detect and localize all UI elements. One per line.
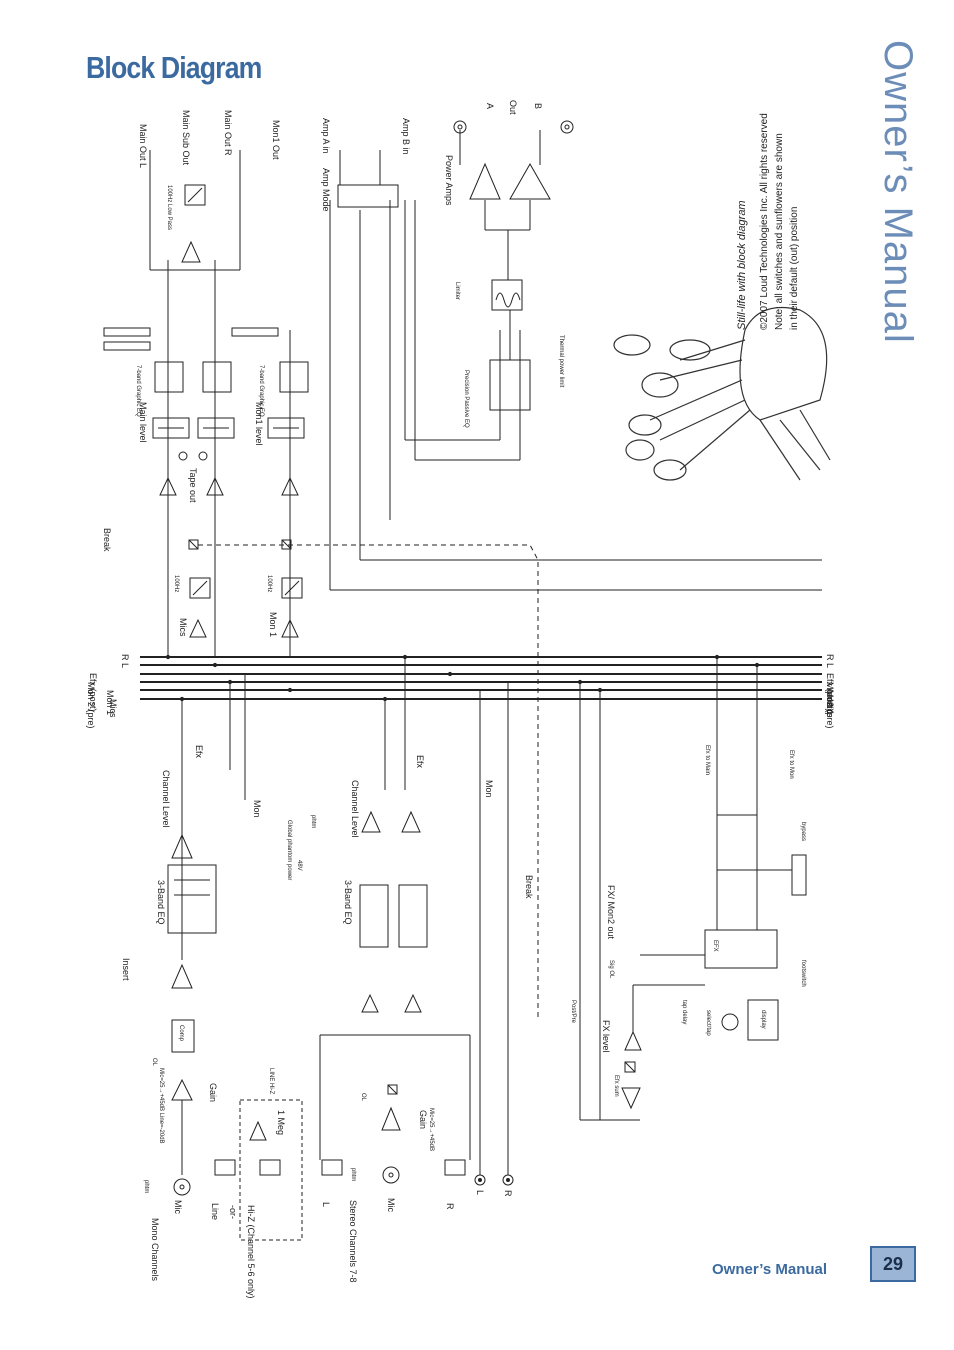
label-main-out-r: Main Out R — [223, 110, 233, 156]
label-48v: 48V — [296, 860, 302, 871]
caption-title: Still-life with block diagram — [736, 200, 748, 330]
label-mon-2: Mon — [484, 780, 494, 798]
label-tape-out: Tape out — [188, 468, 198, 503]
label-global-phantom: Global phantom power — [286, 820, 292, 880]
bus-right-l: L — [825, 663, 835, 668]
label-tap-delay: tap delay — [681, 1000, 687, 1024]
label-line: Line — [210, 1203, 220, 1220]
label-fx-level: FX level — [601, 1020, 611, 1053]
label-break-top: Break — [102, 528, 112, 552]
label-insert: Insert — [121, 958, 131, 981]
label-efx-1: Efx — [194, 745, 204, 759]
label-efx-2: Efx — [415, 755, 425, 769]
label-line-hiz: LINE Hi-Z — [268, 1068, 274, 1095]
label-main-sub-out: Main Sub Out — [181, 110, 191, 166]
label-stereo-r: R — [445, 1203, 455, 1210]
label-stereo-l: L — [321, 1202, 331, 1207]
label-post-pre: Post/Pre — [570, 1000, 576, 1024]
footer-label: Owner’s Manual — [712, 1261, 828, 1278]
label-mon-1: Mon 1 — [268, 612, 278, 637]
label-3band-1: 3-Band EQ — [156, 880, 166, 925]
label-amp-mode: Amp Mode — [321, 168, 331, 212]
label-efx-to-main: Efx to Main — [704, 745, 710, 775]
label-b: B — [533, 103, 543, 109]
label-out: Out — [508, 100, 518, 115]
label-tape-l: L — [475, 1190, 485, 1195]
label-lowpass: 100Hz Low Pass — [166, 185, 172, 230]
label-graphic-eq-1: 7-band Graphic EQ — [135, 365, 141, 417]
label-phtm-2: phtm — [310, 815, 316, 828]
bus-right-mon2: Mon 2 (pre) — [825, 682, 835, 729]
label-or: -or- — [228, 1205, 238, 1219]
bus-right-mics: Mics — [825, 699, 835, 718]
bus-right-efx: Efx (post) — [825, 673, 835, 712]
label-select-tap: select/tap — [705, 1010, 711, 1036]
label-ol-2: OL — [360, 1093, 366, 1102]
label-tape-r: R — [503, 1190, 513, 1197]
label-main-level: Main level — [138, 402, 148, 443]
label-100hz-2: 100Hz — [266, 575, 272, 592]
label-efx-to-mon: Efx to Mon — [788, 750, 794, 779]
bus-left-l: L — [120, 663, 130, 668]
label-hiz: Hi-Z (Channel 5-6 only) — [246, 1205, 256, 1299]
label-mic-gain-range: Mic=25→+45dB Line=-20dB — [158, 1068, 164, 1144]
bus-left-mics: Mics — [108, 699, 118, 718]
label-display: display — [760, 1010, 766, 1029]
label-mics: Mics — [178, 618, 188, 637]
bus-left-r: R — [120, 654, 130, 661]
label-phtm-3: phtm — [350, 1168, 356, 1181]
bus-left-mon2: Mon 2 (pre) — [86, 682, 96, 729]
label-mono-channels: Mono Channels — [150, 1218, 160, 1282]
label-break-2: Break — [524, 875, 534, 899]
caption-note2: in their default (out) position — [789, 207, 800, 330]
label-channel-level-2: Channel Level — [350, 780, 360, 838]
bus-left-mon1: Mon 1 — [105, 690, 115, 715]
label-one-meg: 1 Meg — [276, 1110, 286, 1135]
label-bypass: bypass — [800, 822, 806, 841]
label-phtm-1: phtm — [143, 1180, 149, 1193]
label-efx-sum: Efx sum — [613, 1075, 619, 1097]
bus-right-mon1: Mon 1 — [825, 690, 835, 715]
label-thermal: Thermal power limit — [558, 335, 564, 388]
label-a: A — [485, 103, 495, 109]
label-precision-eq: Precision Passive EQ — [463, 370, 469, 428]
label-fx-mon2-out: FX/ Mon2 out — [606, 885, 616, 940]
label-main-out-l: Main Out L — [138, 124, 148, 168]
page-title: Block Diagram — [86, 50, 262, 85]
label-mon1-level: Mon1 level — [254, 402, 264, 446]
label-mic-1: Mic — [173, 1200, 183, 1214]
label-gain-2: Gain — [418, 1110, 428, 1129]
label-mon-1b: Mon — [252, 800, 262, 818]
label-limiter: Limiter — [454, 282, 460, 300]
caption-note1: Note: all switches and sunflowers are sh… — [774, 133, 785, 330]
label-ol-1: OL — [151, 1058, 157, 1067]
bus-left-efx: Efx (post) — [88, 673, 98, 712]
label-amp-a-in: Amp A in — [321, 118, 331, 154]
label-sig-ol: Sig OL — [608, 960, 614, 979]
label-mon1-out: Mon1 Out — [271, 120, 281, 160]
label-3band-2: 3-Band EQ — [343, 880, 353, 925]
label-mic-gain-stereo: Mic=25→+45dB — [428, 1108, 434, 1151]
bus-right-r: R — [825, 654, 835, 661]
caption-copyright: ©2007 Loud Technologies Inc. All rights … — [759, 113, 770, 330]
label-amp-b-in: Amp B in — [401, 118, 411, 155]
page-number: 29 — [870, 1246, 916, 1282]
label-footswitch: footswitch — [800, 960, 806, 987]
label-channel-level-1: Channel Level — [161, 770, 171, 828]
label-stereo-mic: Mic — [386, 1198, 396, 1212]
label-100hz-1: 100Hz — [173, 575, 179, 592]
label-gain-1: Gain — [208, 1083, 218, 1102]
label-graphic-eq-2: 7-band Graphic EQ — [258, 365, 264, 417]
label-comp: Comp — [178, 1025, 184, 1042]
label-efx-box: EFX — [712, 940, 718, 952]
label-stereo-channels: Stereo Channels 7-8 — [348, 1200, 358, 1283]
label-power-amps: Power Amps — [444, 155, 454, 206]
